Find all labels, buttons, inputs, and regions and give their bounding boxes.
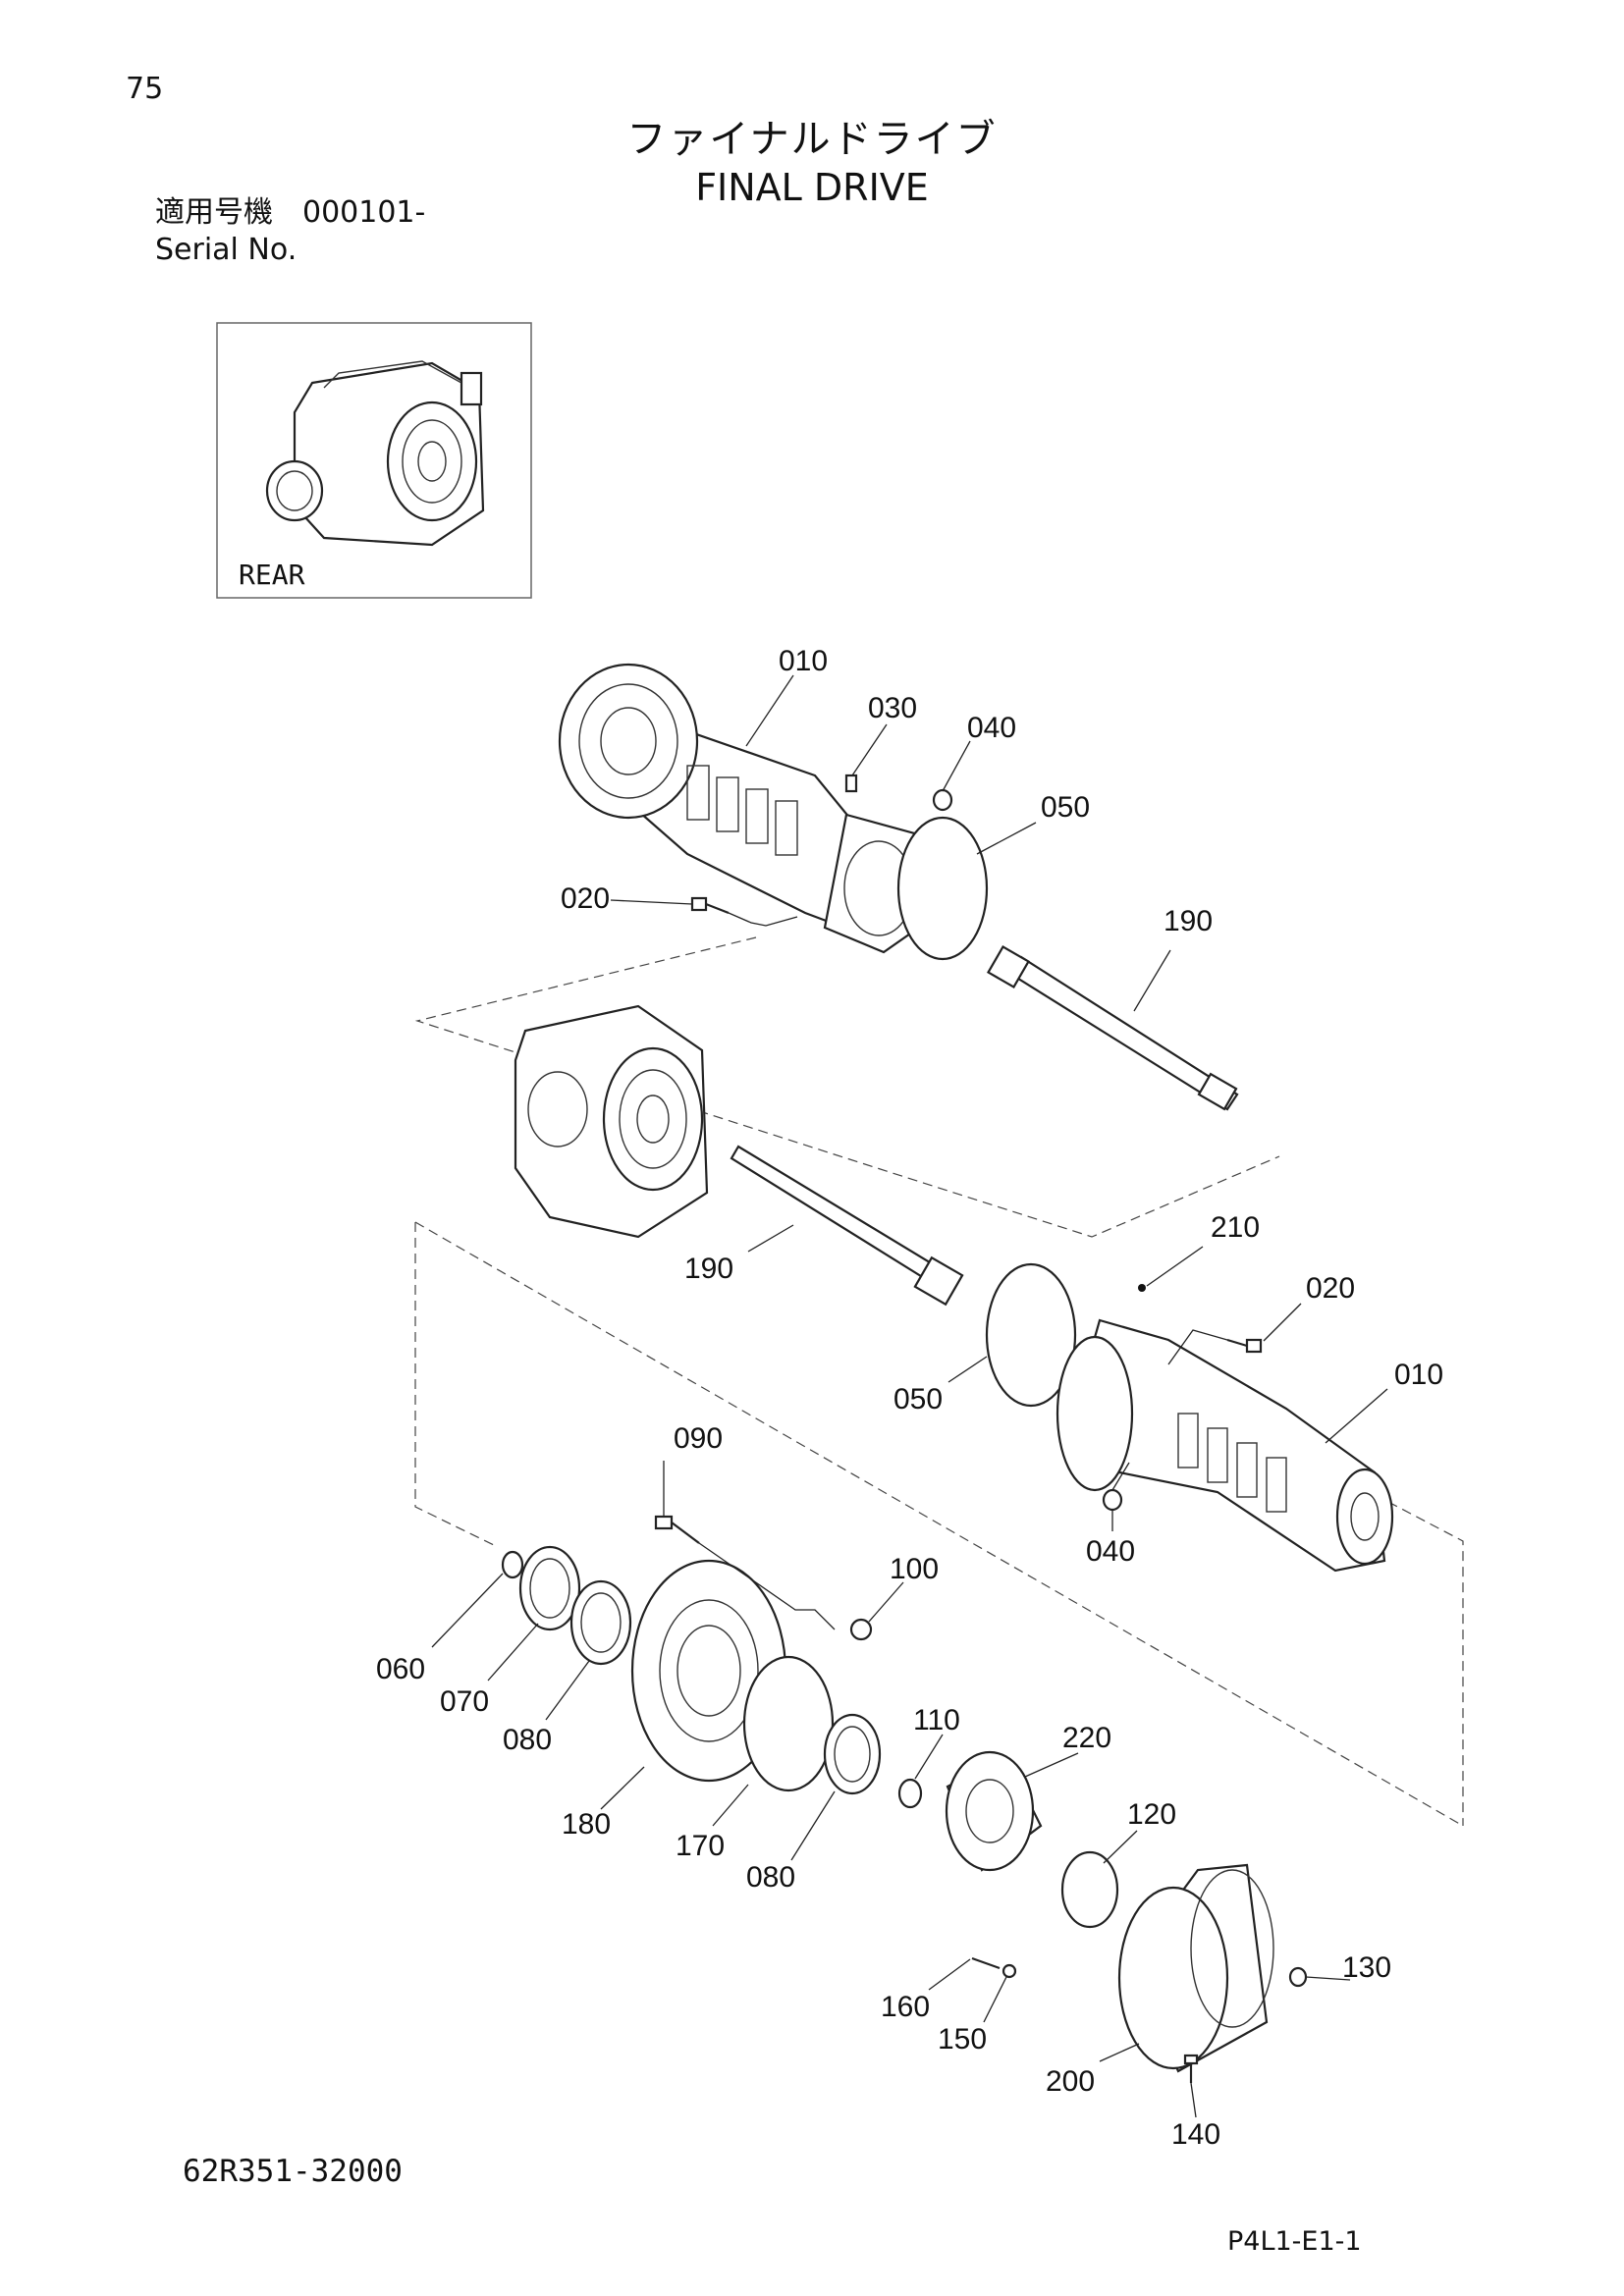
planetary-carrier-220: [945, 1750, 1043, 1872]
bolt-020-lower: [1226, 1338, 1263, 1354]
callout-020-lower: 020: [1306, 1272, 1355, 1305]
callout-200: 200: [1046, 2065, 1095, 2098]
callout-020-upper: 020: [561, 882, 610, 915]
inset-label: REAR: [239, 559, 305, 591]
callout-110: 110: [913, 1704, 960, 1736]
callout-190-lower: 190: [684, 1253, 733, 1285]
callout-090: 090: [674, 1422, 723, 1455]
plug-040-lower: [1102, 1488, 1123, 1512]
plug-130: [1288, 1966, 1308, 1988]
pin-160: [971, 1956, 1001, 1970]
plug-150: [1001, 1963, 1017, 1979]
callout-210: 210: [1211, 1211, 1260, 1244]
axle-housing-upper: [558, 663, 935, 954]
dashed-reference-line: [414, 936, 1280, 1238]
axle-shaft-190-lower: [730, 1145, 964, 1307]
callout-140: 140: [1171, 2118, 1220, 2151]
bolt-140: [1183, 2054, 1199, 2083]
inset-rear-view: REAR: [216, 322, 532, 599]
drawing-number: 62R351-32000: [183, 2154, 403, 2189]
callout-010-lower: 010: [1394, 1359, 1443, 1391]
axle-housing-lower: [1056, 1318, 1394, 1573]
cover-200: [1117, 1863, 1274, 2073]
axle-shaft-190-upper: [987, 945, 1239, 1111]
callout-070: 070: [440, 1685, 489, 1718]
callout-190-upper: 190: [1164, 905, 1213, 937]
stud-bolt-090: [654, 1515, 700, 1544]
callout-160: 160: [881, 1991, 930, 2023]
differential-housing: [514, 1004, 709, 1239]
o-ring-050-lower: [985, 1262, 1077, 1408]
snap-ring-060: [501, 1550, 524, 1579]
leader-lines: [431, 674, 1388, 2118]
o-ring-170: [742, 1655, 835, 1792]
callout-040-upper: 040: [967, 712, 1016, 744]
serial-label-japanese: 適用号機 000101-: [155, 195, 426, 230]
callout-170: 170: [676, 1830, 725, 1862]
serial-label-english: Serial No.: [155, 233, 298, 267]
plug-040-upper: [932, 788, 953, 812]
dashed-reference-line: [1387, 1501, 1464, 1826]
page-code: P4L1-E1-1: [1227, 2226, 1362, 2257]
callout-180: 180: [562, 1808, 611, 1841]
callout-040-lower: 040: [1086, 1535, 1135, 1568]
callout-080-upper: 080: [503, 1724, 552, 1756]
nut-100: [849, 1618, 873, 1641]
o-ring-050-upper: [896, 816, 989, 961]
callout-050-lower: 050: [893, 1383, 943, 1415]
callout-120: 120: [1127, 1798, 1176, 1831]
callout-080-lower: 080: [746, 1861, 795, 1894]
callout-220: 220: [1062, 1722, 1111, 1754]
title-japanese: ファイナルドライブ: [626, 117, 998, 162]
callout-labels: 010 030 040 050 020 190 190 210 020 010 …: [376, 645, 1443, 2151]
snap-ring-110: [897, 1778, 923, 1809]
callout-150: 150: [938, 2023, 987, 2056]
callout-050-upper: 050: [1041, 791, 1090, 824]
dashed-reference-line: [414, 1221, 1464, 1827]
dashed-reference-line: [414, 1222, 497, 1547]
seal-070: [518, 1545, 581, 1631]
page-number: 75: [126, 72, 164, 106]
title-english: FINAL DRIVE: [695, 166, 929, 209]
bolt-020-upper: [690, 896, 730, 915]
callout-010-upper: 010: [779, 645, 828, 677]
bearing-080-upper: [569, 1579, 632, 1666]
plug-210: [1138, 1284, 1146, 1292]
differential-housing-thumbnail: [265, 360, 485, 547]
callout-030: 030: [868, 692, 917, 724]
callout-130: 130: [1342, 1951, 1391, 1984]
plug-030: [844, 774, 858, 793]
bearing-080-lower: [823, 1713, 882, 1795]
thrust-plate-120: [1060, 1850, 1119, 1929]
callout-060: 060: [376, 1653, 425, 1685]
callout-100: 100: [890, 1553, 939, 1585]
